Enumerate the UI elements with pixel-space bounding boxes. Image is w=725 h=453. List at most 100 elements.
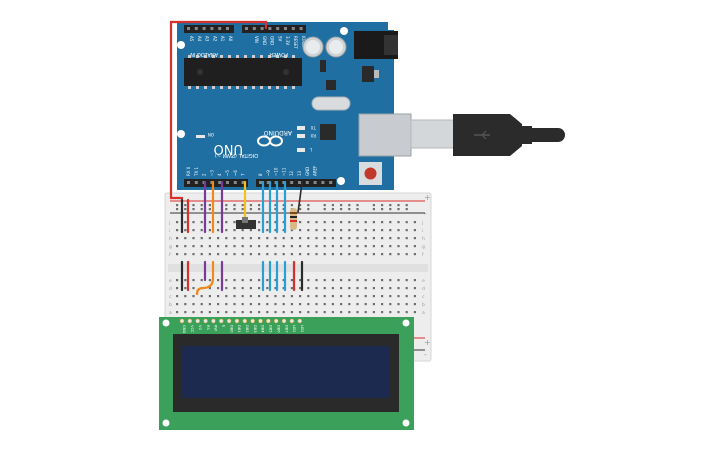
row-letter: j: [421, 220, 423, 226]
lcd-pin: [179, 318, 185, 324]
analog-pin-label: A2: [212, 36, 217, 42]
power-pin-label: GND: [262, 36, 267, 45]
lcd-pin-label: DB5: [269, 325, 273, 333]
lcd-pin: [297, 318, 303, 324]
row-letter: d: [169, 286, 172, 292]
analog-pin-label: A0: [228, 36, 233, 42]
digital-pin-label: 13: [297, 170, 302, 176]
digital-pin-label: 8: [258, 173, 263, 176]
analog-pin-label: A5: [189, 36, 194, 42]
row-letter: g: [422, 245, 425, 250]
power-pin-label: 5V: [277, 36, 282, 42]
digital-pin-label: ~11: [281, 167, 286, 176]
row-letter: a: [169, 311, 172, 316]
lcd-pin-label: DB0: [229, 325, 233, 333]
digital-header-low: [184, 179, 248, 187]
led-l-label: L: [309, 147, 312, 152]
lcd-pin: [250, 318, 255, 324]
lcd-pin-label: DB3: [253, 325, 257, 333]
power-pin-label: GND: [270, 36, 275, 45]
resistor: [290, 208, 297, 230]
row-letter: h: [169, 236, 172, 242]
power-pin-label: VIN: [254, 36, 259, 43]
analog-pin-label: A1: [220, 36, 225, 42]
lcd-pin: [226, 318, 232, 324]
arduino-logo-icon: [257, 135, 283, 147]
lcd-pin-label: RS: [206, 325, 210, 330]
usb-cable: [410, 114, 565, 156]
lcd-pin-label: DB6: [276, 325, 280, 333]
potentiometer[interactable]: [236, 217, 256, 229]
lcd-pin-label: DB4: [261, 325, 265, 333]
lcd-pin-label: LED: [300, 325, 304, 332]
rail-plus-label: +: [424, 193, 431, 202]
led-tx-label: TX: [311, 125, 317, 130]
lcd-pin: [187, 318, 193, 324]
microcontroller-chip: [184, 58, 302, 86]
lcd-pin-label: LED: [292, 325, 296, 332]
lcd-pin-label: DB2: [245, 325, 249, 333]
lcd-pin-label: E: [221, 325, 225, 328]
row-letter: b: [169, 302, 172, 308]
row-letter: h: [422, 236, 425, 242]
lcd-pin: [273, 318, 279, 324]
power-header: [242, 25, 306, 33]
usb-icon: [474, 130, 490, 140]
usb-port: [358, 113, 412, 157]
wire-black-resistor: [297, 181, 303, 213]
digital-pin-label: AREF: [313, 165, 318, 176]
lcd-pin: [234, 318, 240, 324]
digital-pin-label: GND: [305, 167, 310, 176]
lcd-pin-label: DB1: [237, 325, 241, 333]
row-letter: g: [169, 245, 172, 250]
digital-pin-label: ~5: [225, 170, 230, 176]
lcd-pin: [281, 318, 287, 324]
row-letter: e: [422, 279, 425, 284]
rail-minus-label: -: [424, 209, 427, 218]
row-letter: a: [422, 311, 425, 316]
row-letter: c: [169, 295, 172, 300]
power-header-label: POWER: [269, 51, 288, 57]
row-letter: b: [422, 302, 425, 308]
wire-orange-lower: [195, 260, 215, 296]
wire-red-5v: [169, 20, 268, 200]
digital-pin-label: RX 0: [186, 166, 191, 176]
rail-minus-label-bottom: -: [424, 350, 427, 359]
lcd-pin: [242, 318, 248, 324]
wires: [169, 20, 304, 296]
lcd-pin: [218, 318, 224, 324]
digital-pin-label: ~10: [274, 167, 279, 176]
digital-pin-label: ~9: [266, 170, 271, 176]
lcd-pin-label: RW: [214, 325, 218, 331]
row-letter: c: [422, 295, 425, 300]
digital-pin-label: TX 1: [194, 167, 199, 177]
digital-pin-label: ~6: [233, 170, 238, 176]
analog-header: [184, 25, 234, 33]
digital-pin-label: 12: [289, 170, 294, 176]
power-pin-label: 3.3V: [285, 36, 290, 45]
digital-pin-label: 7: [241, 173, 246, 176]
digital-header-label: DIGITAL (PWM ~): [215, 152, 258, 158]
analog-header-label: ANALOG IN: [190, 51, 218, 57]
digital-pin-label: ~3: [209, 170, 214, 176]
row-letter: f: [422, 252, 424, 258]
lcd-pin-label: V0: [198, 325, 202, 330]
analog-pin-label: A4: [197, 36, 202, 42]
on-label: ON: [208, 132, 214, 137]
lcd-pin-label: VCC: [190, 325, 194, 333]
lcd-pin: [289, 318, 295, 324]
digital-header-pins: [187, 181, 333, 184]
power-pin-label: RESET: [293, 36, 298, 49]
analog-pin-label: A3: [205, 36, 210, 42]
led-rx-label: RX: [310, 133, 316, 138]
row-letter: i: [422, 228, 423, 234]
crystal-oscillator: [311, 96, 351, 111]
digital-pin-label: 4: [217, 173, 222, 176]
